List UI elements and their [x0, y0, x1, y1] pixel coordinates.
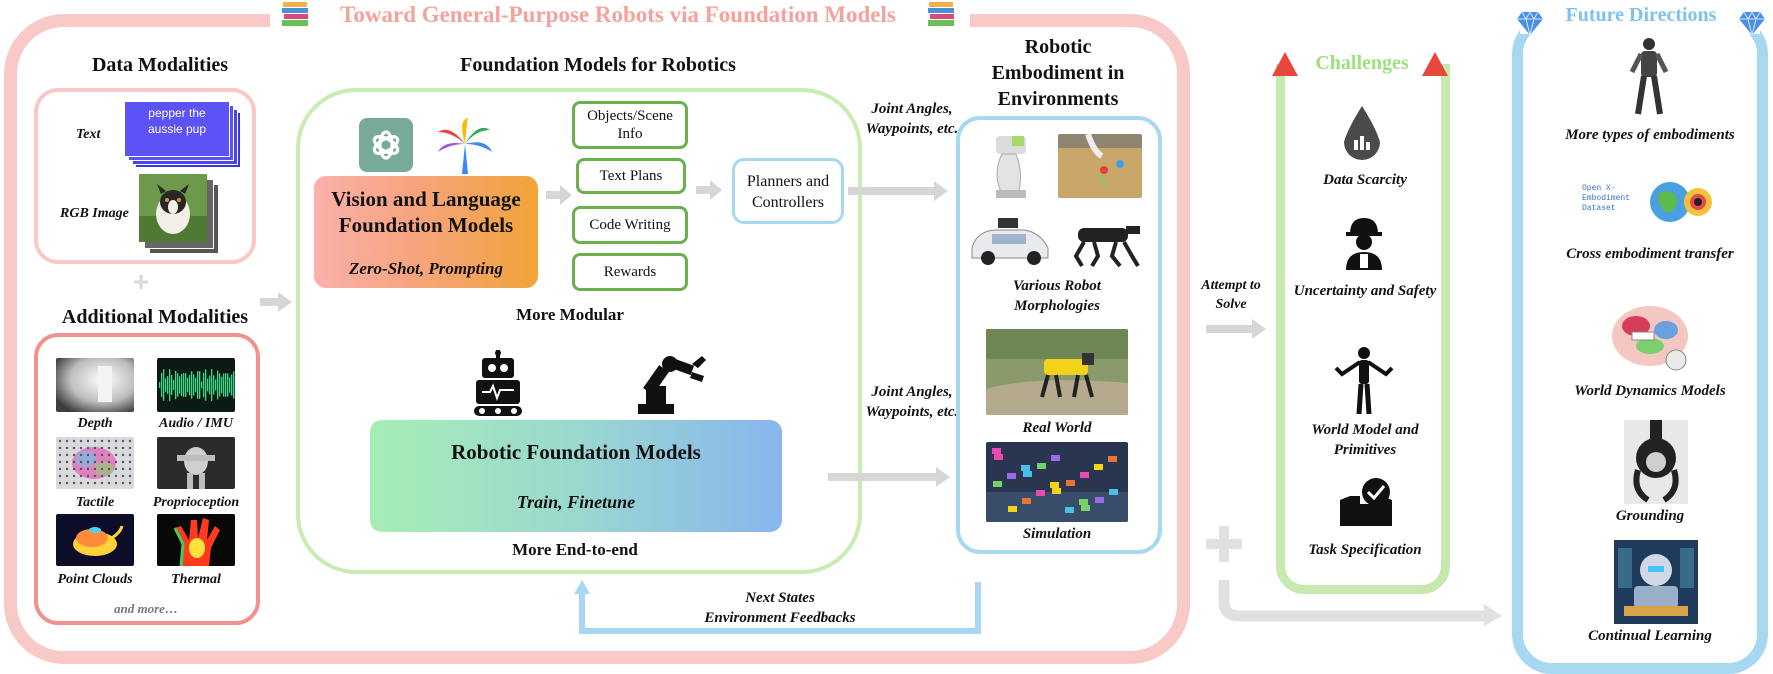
various-morphologies-label: Various Robot Morphologies — [1013, 278, 1101, 314]
output-code-writing: Code Writing — [572, 206, 688, 244]
and-more-label: and more… — [114, 601, 178, 616]
arrow-feedback-loop — [574, 578, 984, 636]
vlfm-title: Vision and Language Foundation Models — [331, 187, 521, 237]
challenges-box — [1276, 64, 1450, 594]
robot-hand-image — [1624, 420, 1688, 504]
main-title: Toward General-Purpose Robots via Founda… — [340, 2, 896, 27]
text-modality-label: Text — [76, 127, 101, 142]
arrow-rfm-to-embodiment — [828, 466, 952, 488]
challenges-left-rail — [1276, 78, 1285, 118]
data-drop-icon — [1340, 104, 1384, 162]
warning-triangle-icon — [1270, 50, 1300, 78]
text-card: pepper the aussie pup — [124, 101, 230, 157]
rfm-subtitle: Train, Finetune — [516, 492, 636, 512]
foundation-box — [296, 88, 862, 574]
planners-box — [732, 158, 844, 224]
modality-label-proprioception: Proprioception — [152, 495, 240, 510]
mannequin-icon — [1332, 346, 1396, 416]
diamond-icon — [1738, 10, 1766, 36]
point-cloud-image — [56, 514, 134, 566]
robot-gripper-photo — [972, 130, 1052, 202]
more-modular-label: More Modular — [516, 305, 624, 324]
modality-label-audio: Audio / IMU — [159, 416, 233, 431]
feedback-label-line1: Next States — [745, 590, 815, 606]
output-text-plans: Text Plans — [576, 158, 686, 194]
arrow-attempt-to-challenges — [1206, 318, 1268, 340]
palm-logo-icon — [436, 118, 494, 176]
modality-label-depth: Depth — [77, 416, 113, 431]
arrow-outputs-to-planners — [696, 179, 724, 201]
rgb-image-label: RGB Image — [60, 206, 129, 221]
vlfm-box — [314, 176, 538, 288]
dog-photo — [139, 174, 207, 242]
quadruped-robot-photo — [1060, 214, 1148, 270]
real-world-label: Real World — [1022, 420, 1092, 436]
challenge-task-specification: Task Specification — [1308, 542, 1422, 558]
rfm-title: Robotic Foundation Models — [451, 440, 701, 464]
additional-modalities-heading: Additional Modalities — [61, 306, 249, 328]
warning-triangle-icon — [1420, 50, 1450, 78]
data-modalities-box — [34, 88, 256, 264]
plus-icon — [1204, 524, 1244, 564]
robot-arm-icon — [636, 352, 710, 414]
data-modalities-heading: Data Modalities — [91, 54, 229, 76]
arrow-vlfm-to-outputs — [546, 184, 574, 206]
depth-image — [56, 358, 134, 412]
oxe-dataset-text: Open X-Embodiment Dataset — [1582, 184, 1631, 213]
modality-label-tactile: Tactile — [75, 495, 115, 510]
future-continual-learning: Continual Learning — [1588, 628, 1712, 644]
plus-sign: + — [132, 266, 150, 297]
additional-modalities-box — [34, 333, 260, 625]
tactile-image — [56, 437, 134, 489]
simulation-photo — [986, 442, 1128, 522]
vlfm-subtitle: Zero-Shot, Prompting — [349, 259, 503, 278]
challenge-uncertainty-safety: Uncertainty and Safety — [1293, 283, 1437, 299]
simulation-label: Simulation — [1022, 526, 1092, 542]
future-heading: Future Directions — [1565, 4, 1717, 26]
arrow-to-future-directions — [1216, 580, 1506, 626]
future-title-bar — [1520, 0, 1760, 34]
real-world-photo — [986, 329, 1128, 415]
output-rewards: Rewards — [572, 253, 688, 291]
future-more-embodiments: More types of embodiments — [1565, 127, 1735, 143]
arrow-modalities-to-foundation — [260, 290, 294, 314]
future-world-dynamics: World Dynamics Models — [1574, 383, 1726, 399]
audio-waveform-image — [157, 358, 235, 412]
future-cross-embodiment: Cross embodiment transfer — [1566, 246, 1734, 262]
continual-learning-image — [1614, 540, 1698, 624]
oxe-dataset-logo: Open X-Embodiment Dataset — [1582, 180, 1722, 224]
output-objects-scene: Objects/Scene Info — [572, 101, 688, 149]
feedback-label-line2: Environment Feedbacks — [704, 610, 856, 626]
future-grounding: Grounding — [1615, 508, 1685, 524]
brain-dynamics-image — [1610, 302, 1692, 372]
modality-label-point-clouds: Point Clouds — [57, 572, 133, 587]
modality-label-thermal: Thermal — [171, 572, 221, 587]
chatgpt-logo-icon — [359, 118, 413, 172]
challenge-world-model: World Model and Primitives — [1311, 422, 1419, 458]
planners-label: Planners and Controllers — [746, 173, 830, 211]
main-title-bar — [270, 0, 970, 30]
foundation-heading: Foundation Models for Robotics — [460, 54, 736, 76]
more-end-to-end-label: More End-to-end — [512, 540, 638, 559]
table-robot-photo — [1058, 134, 1142, 198]
task-inbox-icon — [1338, 476, 1394, 528]
humanoid-robot-photo — [1624, 36, 1674, 116]
joint-angles-label-bottom: Joint Angles, Waypoints, etc. — [865, 384, 959, 420]
rfm-box — [370, 420, 782, 532]
challenges-heading: Challenges — [1315, 52, 1409, 74]
joint-angles-label-top: Joint Angles, Waypoints, etc. — [865, 101, 959, 137]
thermal-image — [157, 514, 235, 566]
safety-worker-icon — [1344, 216, 1384, 270]
diamond-icon — [1516, 10, 1544, 36]
autonomous-car-photo — [966, 208, 1056, 270]
book-icon — [926, 0, 958, 28]
arrow-planners-to-embodiment — [848, 180, 950, 202]
proprioception-image — [157, 437, 235, 489]
book-icon — [280, 0, 312, 28]
embodiment-box — [956, 116, 1162, 554]
robot-icon — [470, 350, 526, 416]
attempt-to-solve-label: Attempt to Solve — [1201, 278, 1261, 312]
challenge-data-scarcity: Data Scarcity — [1323, 172, 1407, 188]
embodiment-heading: Robotic Embodiment in Environments — [991, 36, 1125, 110]
